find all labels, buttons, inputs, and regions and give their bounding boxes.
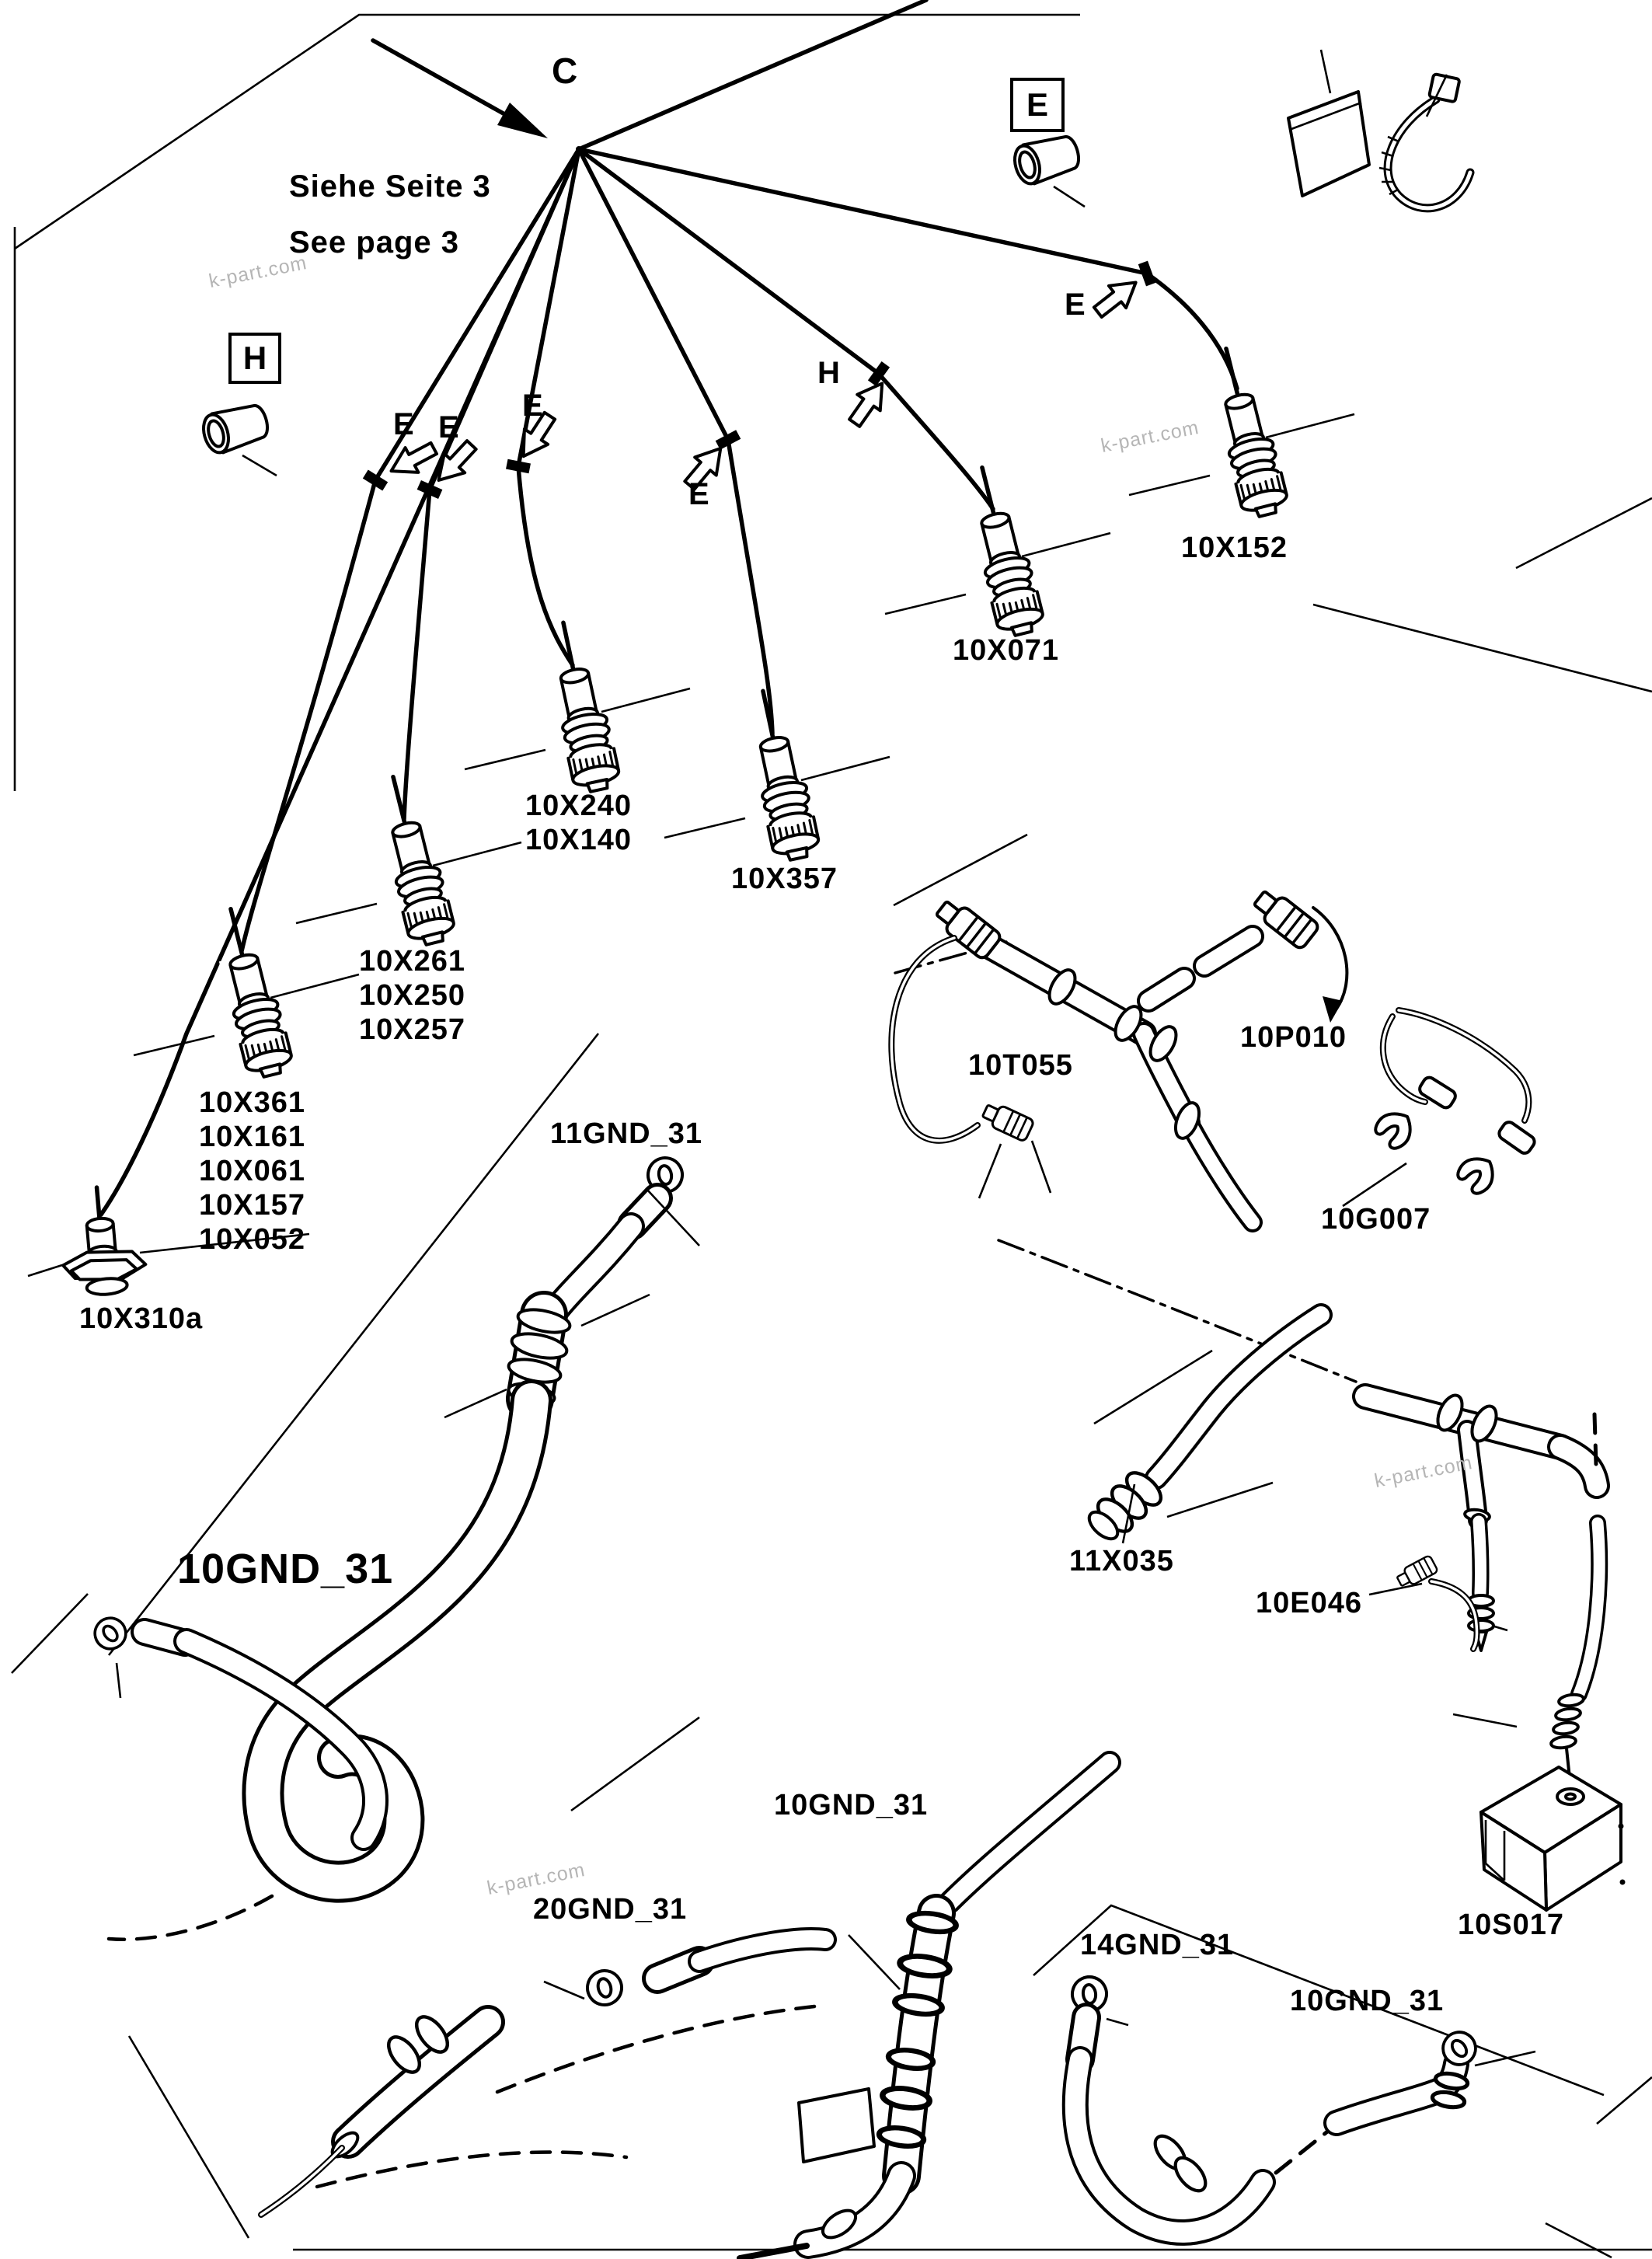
part-label-20gnd31: 20GND_31: [533, 1893, 688, 1926]
breather-hose-assembly: [888, 884, 1610, 1780]
marker-box-h-letter: H: [242, 340, 267, 376]
part-label-10t055: 10T055: [968, 1049, 1073, 1082]
bulkhead-connector-10x310a: [27, 1185, 310, 1296]
part-label-10p010: 10P010: [1240, 1021, 1347, 1054]
part-label-10x257: 10X257: [359, 1013, 466, 1046]
part-label-10x071: 10X071: [953, 634, 1060, 667]
marker-arrows: [385, 270, 1146, 497]
part-label-10gnd31-battery: 10GND_31: [1290, 1985, 1445, 2017]
plug-connector-10x357: [664, 686, 890, 863]
adhesive-tape-icon: [1287, 49, 1371, 197]
ground-cable-14gnd31: [1061, 1971, 1342, 2246]
marker-box-e: E: [1010, 78, 1065, 132]
plug-connector-10x361: [133, 903, 360, 1080]
frame-lines: [11, 13, 1652, 2259]
cable-tie-icon: [1378, 72, 1475, 213]
rubber-sleeve-e-sample: [1009, 129, 1086, 208]
section-c-arrow: [371, 38, 548, 138]
part-label-10gnd31-harness: 10GND_31: [774, 1789, 929, 1821]
part-label-10x161: 10X161: [199, 1121, 306, 1153]
part-label-14gnd31: 14GND_31: [1080, 1929, 1235, 1961]
part-label-10x152: 10X152: [1181, 532, 1288, 564]
part-label-10gnd31-main: 10GND_31: [177, 1546, 394, 1592]
e-arrow-icon: [1087, 270, 1146, 325]
marker-e-10x240: E: [522, 389, 543, 423]
part-label-10x140: 10X140: [525, 824, 633, 856]
section-letter-c: C: [552, 51, 578, 91]
part-label-11gnd31: 11GND_31: [550, 1117, 703, 1150]
part-label-10x261: 10X261: [359, 945, 466, 978]
note-see-page: See page 3: [289, 225, 460, 260]
part-label-11x035: 11X035: [1069, 1545, 1174, 1577]
ground-cable-20gnd31: [315, 1927, 837, 2189]
harness-branch-wires: [99, 0, 1239, 1217]
marker-box-h: H: [228, 333, 281, 384]
ground-cable-11gnd31: [242, 1152, 700, 1903]
plug-connector-10x071: [884, 462, 1111, 639]
ground-cable-10gnd31-battery: [1323, 2027, 1536, 2136]
elbow-hose-11x035: [1087, 1303, 1333, 1544]
sensor-10e046: [1368, 1553, 1480, 1652]
part-label-10x061: 10X061: [199, 1155, 306, 1187]
tape-clip-markers: [365, 263, 1151, 494]
marker-box-e-letter: E: [1026, 86, 1048, 123]
marker-e-10x261: E: [438, 410, 459, 444]
marker-h-10x071: H: [817, 356, 840, 390]
plug-connector-10x261: [295, 771, 522, 948]
part-label-10g007: 10G007: [1321, 1203, 1431, 1236]
rubber-sleeve-h-sample: [197, 398, 277, 477]
part-label-10x361: 10X361: [199, 1086, 306, 1119]
plug-connector-10x152: [1128, 343, 1355, 520]
marker-e-10x357: E: [688, 477, 709, 511]
part-label-10x250: 10X250: [359, 979, 466, 1012]
ground-cable-10gnd31-harness: [737, 1751, 1121, 2259]
part-label-10x357: 10X357: [731, 863, 838, 895]
part-label-10e046: 10E046: [1256, 1587, 1363, 1619]
part-label-10s017: 10S017: [1458, 1909, 1565, 1941]
part-label-10x240: 10X240: [525, 790, 633, 822]
part-label-10x157: 10X157: [199, 1189, 306, 1222]
ground-strap-10g007: [1342, 1007, 1539, 1208]
part-label-10x310a: 10X310a: [79, 1302, 204, 1335]
marker-e-10x152: E: [1065, 288, 1086, 322]
relay-10s017: [1479, 1766, 1626, 1912]
sleeved-cable-bottom-left: [258, 2005, 505, 2218]
note-siehe-seite: Siehe Seite 3: [289, 169, 491, 204]
part-label-10x052: 10X052: [199, 1223, 306, 1256]
marker-e-10x361: E: [393, 407, 414, 441]
plug-connector-10x240: [464, 618, 691, 795]
ground-cable-10gnd31-main: [89, 1612, 389, 1941]
